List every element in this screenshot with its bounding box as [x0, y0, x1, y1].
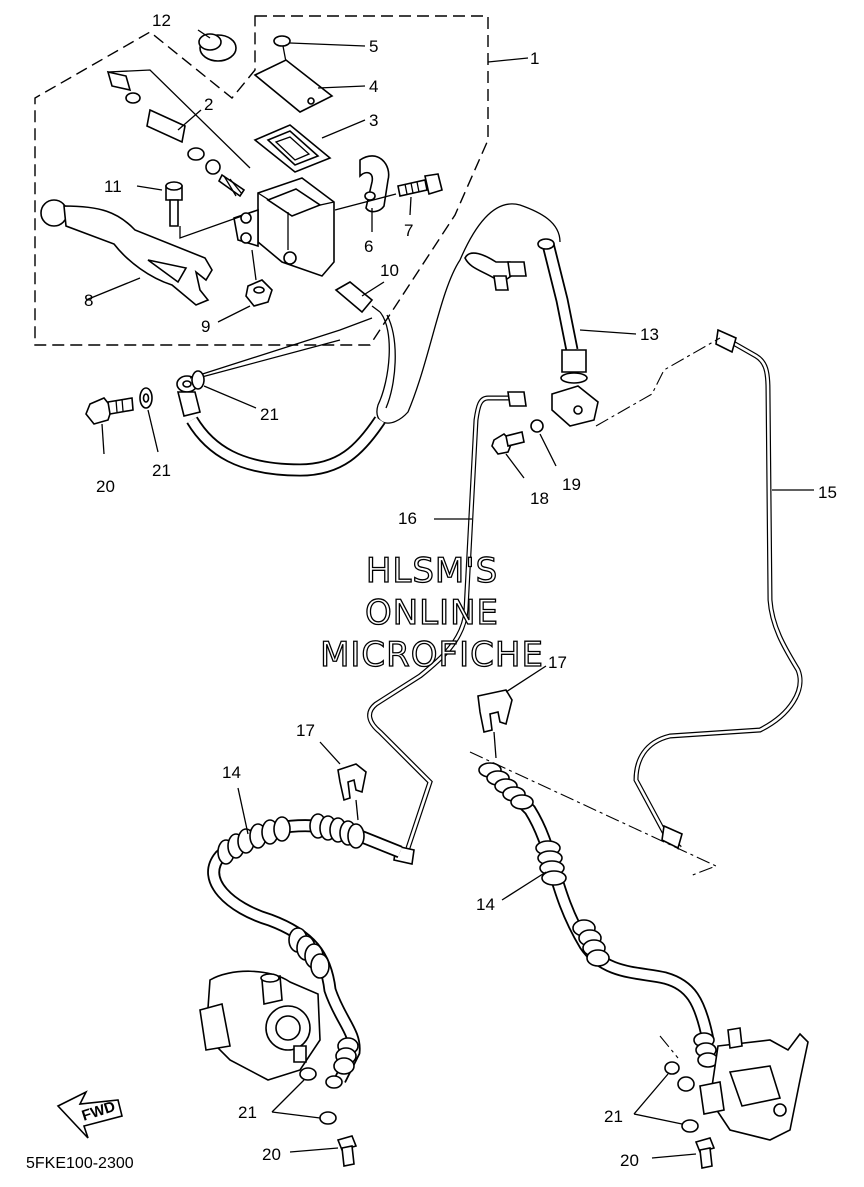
fwd-arrow-icon: FWD [56, 1090, 123, 1139]
diaphragm-part-3 [253, 119, 366, 173]
callout-15: 15 [818, 483, 837, 502]
callout-10: 10 [380, 261, 399, 280]
callout-12: 12 [152, 11, 171, 30]
callout-17-right: 17 [548, 653, 567, 672]
washer-21-left-lower-a [299, 1067, 317, 1081]
callout-20-left: 20 [262, 1145, 281, 1164]
watermark-line-3: MICROFICHE [320, 635, 544, 675]
brake-pipe-15 [633, 328, 814, 850]
callout-13: 13 [640, 325, 659, 344]
callout-18: 18 [530, 489, 549, 508]
callout-21-upper-right: 21 [260, 405, 279, 424]
callout-14-right: 14 [476, 895, 495, 914]
switch-wire [376, 203, 561, 424]
clip-17-left [319, 741, 367, 821]
callout-labels: 1 2 3 4 5 6 7 8 9 10 11 12 13 14 14 15 1… [84, 11, 837, 1170]
callout-9: 9 [201, 317, 210, 336]
boot-part-12 [198, 33, 237, 62]
callout-8: 8 [84, 291, 93, 310]
screw-part-5 [273, 35, 366, 63]
cap-part-4 [253, 59, 334, 113]
callout-17-left: 17 [296, 721, 315, 740]
assembly-outline [34, 15, 489, 346]
watermark-line-2: ONLINE [365, 593, 499, 633]
washer-21-right [191, 370, 205, 390]
switch-part-10 [334, 281, 385, 314]
clamp-part-6 [359, 155, 390, 232]
callout-21-right-lower: 21 [604, 1107, 623, 1126]
right-caliper [699, 1027, 809, 1141]
watermark: HLSM'S ONLINE MICROFICHE [319, 550, 544, 675]
callout-20-right: 20 [620, 1151, 639, 1170]
callout-19: 19 [562, 475, 581, 494]
master-cylinder-body [233, 177, 335, 277]
callout-21-upper-left: 21 [152, 461, 171, 480]
callout-16: 16 [398, 509, 417, 528]
callout-20-upper: 20 [96, 477, 115, 496]
washer-21-right-lower-c [681, 1119, 699, 1133]
clip-17-right [477, 665, 547, 759]
callout-7: 7 [404, 221, 413, 240]
brake-joint [551, 385, 599, 427]
diagram-code: 5FKE100-2300 [26, 1155, 134, 1172]
washer-part-19 [530, 419, 544, 433]
left-hose-armor-rings [217, 813, 365, 1075]
piston-kit-part-2 [106, 69, 251, 198]
callout-3: 3 [369, 111, 378, 130]
master-cylinder-group [40, 33, 443, 323]
washer-21-right-lower-a [664, 1061, 680, 1075]
callout-21-left-lower: 21 [238, 1103, 257, 1122]
banjo-bolt-left-lower [289, 1135, 358, 1167]
callout-1: 1 [530, 49, 539, 68]
callout-4: 4 [369, 77, 378, 96]
watermark-line-1: HLSM'S [366, 551, 498, 591]
callout-2: 2 [204, 95, 213, 114]
washer-21-left-lower-b [319, 1111, 337, 1125]
bolt-part-18 [491, 431, 525, 479]
brake-lever-part-8 [40, 199, 213, 306]
right-hose-armor-rings [478, 762, 719, 1068]
banjo-bolt-upper [85, 397, 134, 455]
brake-pipe-16 [367, 391, 527, 865]
pivot-bolt-part-11 [136, 181, 243, 239]
callout-14-left: 14 [222, 763, 241, 782]
bolt-part-7 [334, 173, 443, 216]
washer-21-right-lower-b [677, 1076, 695, 1092]
callout-5: 5 [369, 37, 378, 56]
banjo-bolt-right-lower [651, 1137, 716, 1169]
callout-11: 11 [104, 177, 122, 196]
callout-6: 6 [364, 237, 373, 256]
right-brake-hose-14 [478, 762, 719, 1068]
hose-part-13 [537, 238, 637, 384]
left-caliper [199, 970, 321, 1081]
nut-part-9 [217, 249, 273, 323]
left-brake-hose-14 [207, 787, 403, 1089]
